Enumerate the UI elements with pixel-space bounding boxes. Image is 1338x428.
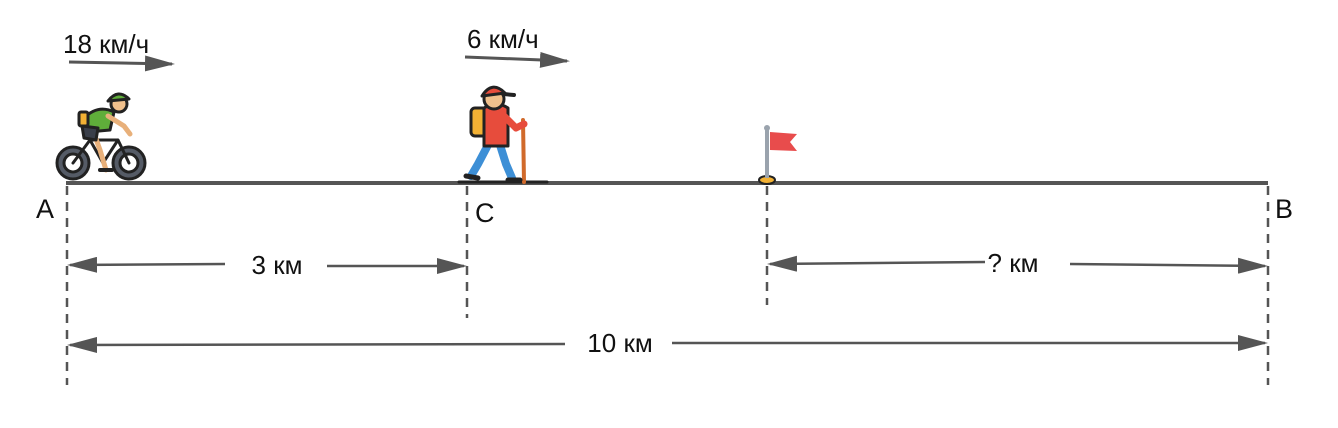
distance-ac-arrow-left (67, 256, 226, 273)
hiker-speed-arrow (464, 51, 570, 68)
cyclist-speed-arrow (68, 55, 175, 72)
speed-label-hiker: 6 км/ч (467, 24, 539, 54)
flag-icon (758, 125, 797, 185)
distance-flag-b-arrow-left (767, 255, 986, 272)
distance-label-flag-b: ? км (988, 248, 1039, 278)
point-label-b: B (1275, 194, 1293, 224)
point-label-a: A (36, 194, 54, 224)
distance-ab-arrow-left (67, 336, 566, 353)
cyclist-icon (55, 92, 147, 181)
point-label-c: C (475, 198, 495, 228)
speed-label-cyclist: 18 км/ч (63, 29, 149, 59)
distance-flag-b-arrow-right (1069, 257, 1268, 274)
hiker-icon (457, 85, 549, 184)
distance-label-ab: 10 км (587, 328, 652, 358)
distance-label-ac: 3 км (252, 250, 303, 280)
